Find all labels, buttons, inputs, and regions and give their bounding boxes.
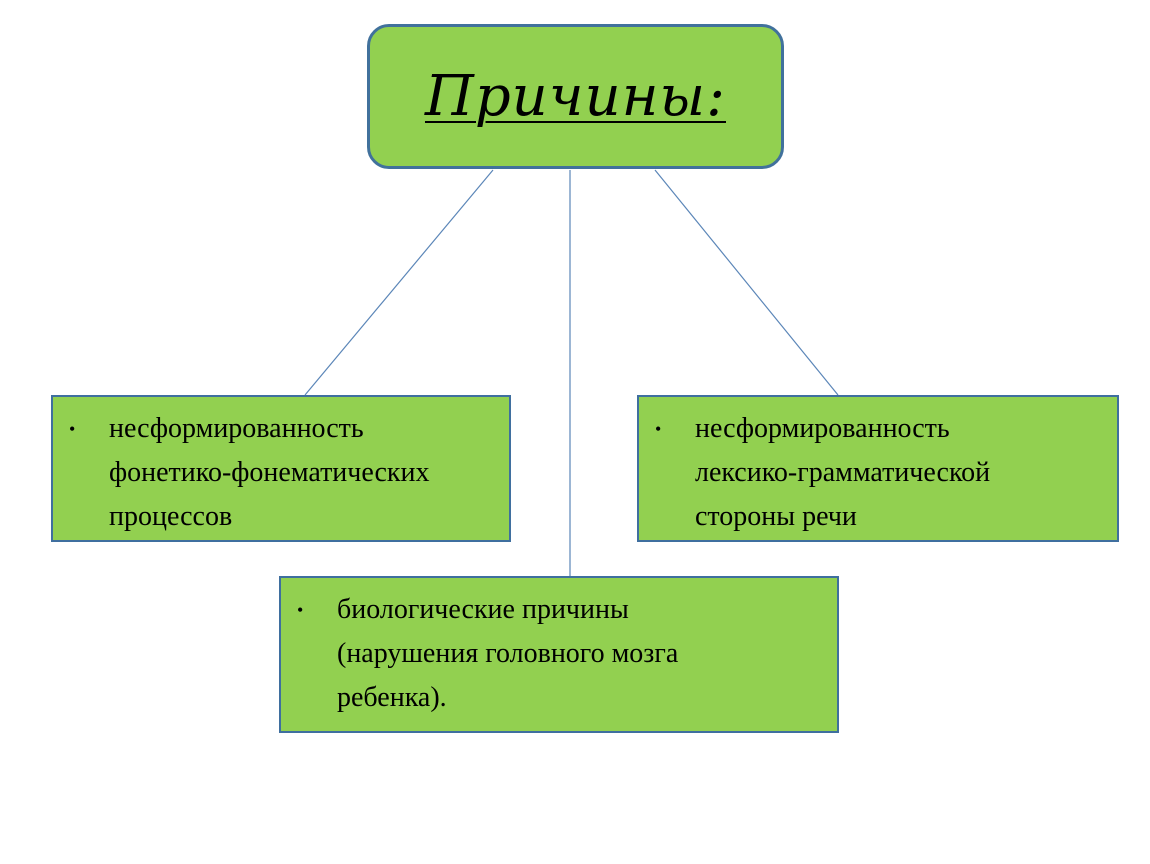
root-title: Причины: [424,64,726,129]
cause-text: несформированность лексико-грамматическо… [695,407,990,539]
cause-box-biological: • биологические причины (нарушения голов… [279,576,839,733]
cause-box-lexical: • несформированность лексико-грамматичес… [637,395,1119,542]
connector-root-to-right [654,169,839,396]
cause-line: несформированность [695,413,950,444]
cause-text: биологические причины (нарушения головно… [337,588,678,720]
cause-line: (нарушения головного мозга [337,638,679,669]
cause-line: лексико-грамматической [695,457,991,488]
cause-line: ребенка). [337,682,447,713]
cause-line: процессов [109,501,233,532]
cause-line: биологические причины [337,594,629,625]
cause-box-phonetic: • несформированность фонетико-фонематиче… [51,395,511,542]
cause-text: несформированность фонетико-фонематическ… [109,407,430,539]
root-node: Причины: [367,24,784,169]
connector-root-to-left [304,169,494,396]
cause-line: фонетико-фонематических [109,457,430,488]
bullet-icon: • [297,600,304,620]
bullet-icon: • [655,419,662,439]
bullet-icon: • [69,419,76,439]
cause-line: несформированность [109,413,364,444]
cause-line: стороны речи [695,501,857,532]
